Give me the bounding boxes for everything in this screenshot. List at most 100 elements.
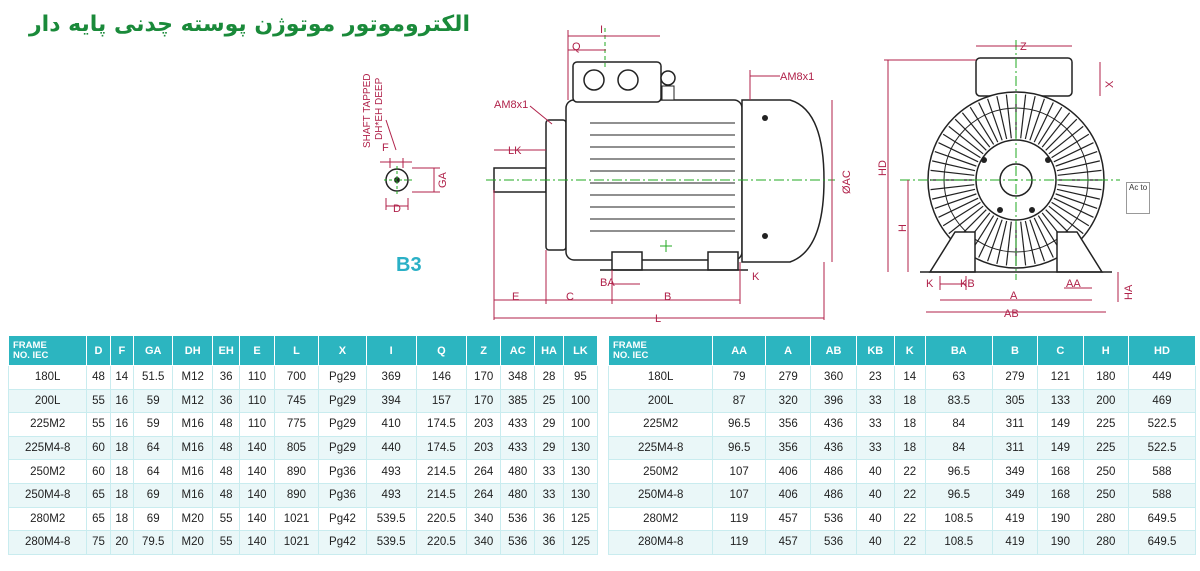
frame-cell: 200L — [607, 388, 714, 414]
table-cell: 60 — [86, 459, 111, 484]
table-cell: 51.5 — [132, 365, 174, 390]
frame-header-line1: FRAME — [13, 339, 47, 351]
table-cell: 700 — [273, 365, 320, 390]
table-cell: 146 — [415, 365, 468, 390]
cooling-fin — [938, 197, 979, 218]
table-cell: 419 — [991, 530, 1039, 555]
cooling-fin — [1055, 151, 1098, 167]
table-cell: Pg29 — [318, 388, 367, 414]
column-header: AA — [712, 335, 766, 366]
table-cell: Pg29 — [318, 435, 367, 461]
frame-cell: 280M4-8 — [7, 530, 88, 555]
table-cell: 200 — [1082, 388, 1129, 414]
cooling-fin — [1053, 197, 1094, 218]
cooling-fin — [932, 160, 976, 172]
table-cell: 440 — [365, 435, 417, 461]
table-cell: 108.5 — [924, 530, 993, 555]
table-cell: 125 — [562, 530, 599, 555]
table-cell: 18 — [109, 482, 134, 508]
dim-x-label: X — [1104, 80, 1116, 88]
table-cell: 522.5 — [1127, 435, 1197, 461]
table-cell: 65 — [86, 482, 111, 508]
table-cell: Pg36 — [318, 459, 367, 484]
table-cell: 18 — [893, 435, 926, 461]
table-cell: 1021 — [273, 506, 320, 532]
table-cell: 360 — [810, 365, 857, 390]
table-cell: 279 — [991, 365, 1039, 390]
table-cell: 775 — [273, 412, 320, 437]
table-cell: 225 — [1082, 435, 1129, 461]
table-cell: 433 — [500, 412, 536, 437]
table-cell: 14 — [109, 365, 134, 390]
table-cell: 250 — [1082, 482, 1129, 508]
frame-cell: 225M4-8 — [7, 435, 88, 461]
column-header: AB — [810, 335, 857, 366]
table-cell: 140 — [239, 506, 275, 532]
table-cell: 96.5 — [924, 459, 993, 484]
frame-cell: 200L — [7, 388, 88, 414]
table-cell: 190 — [1037, 530, 1084, 555]
frame-header-line1: FRAME — [613, 339, 647, 351]
cooling-fin — [954, 118, 987, 151]
column-header: LK — [562, 335, 599, 366]
table-cell: 493 — [365, 482, 417, 508]
cooling-fin — [1056, 188, 1100, 200]
table-cell: 539.5 — [365, 506, 417, 532]
table-cell: 36 — [534, 530, 564, 555]
frame-header-line2: NO. IEC — [613, 349, 649, 361]
table-cell: 22 — [893, 506, 926, 532]
table-cell: 385 — [500, 388, 536, 414]
table-cell: Pg42 — [318, 506, 367, 532]
table-cell: 157 — [415, 388, 468, 414]
table-cell: 36 — [534, 506, 564, 532]
dim-ab-label: AB — [1004, 308, 1019, 320]
table-cell: 349 — [991, 482, 1039, 508]
table-cell: 396 — [810, 388, 857, 414]
column-header: GA — [132, 335, 174, 366]
table-cell: 349 — [991, 459, 1039, 484]
column-header: D — [86, 335, 111, 366]
table-cell: 203 — [466, 412, 502, 437]
cooling-fin — [948, 125, 984, 155]
table-cell: 214.5 — [415, 482, 468, 508]
frame-cell: 225M2 — [7, 412, 88, 437]
table-cell: M12 — [172, 388, 213, 414]
frame-cell: 180L — [607, 365, 714, 390]
dim-l-label: L — [655, 313, 661, 325]
table-cell: 890 — [273, 459, 320, 484]
table-cell: 119 — [712, 530, 766, 555]
table-cell: 40 — [855, 459, 895, 484]
cooling-fin — [978, 102, 999, 143]
column-header: DH — [172, 335, 213, 366]
table-cell: 65 — [86, 506, 111, 532]
table-cell: 536 — [500, 530, 536, 555]
table-cell: 305 — [991, 388, 1039, 414]
table-cell: 190 — [1037, 506, 1084, 532]
table-cell: 805 — [273, 435, 320, 461]
table-cell: 33 — [855, 412, 895, 437]
table-cell: 588 — [1127, 459, 1197, 484]
table-cell: 96.5 — [712, 412, 766, 437]
table-cell: 36 — [211, 388, 241, 414]
dim-f-label: F — [382, 142, 389, 154]
cooling-fin — [987, 98, 1003, 141]
table-cell: 48 — [211, 459, 241, 484]
cooling-fin — [1053, 142, 1094, 163]
table-cell: 48 — [211, 412, 241, 437]
column-header: HD — [1127, 335, 1197, 366]
table-cell: 149 — [1037, 412, 1084, 437]
table-cell: Pg42 — [318, 530, 367, 555]
cooling-fin — [1056, 160, 1100, 172]
table-cell: 348 — [500, 365, 536, 390]
table-cell: 745 — [273, 388, 320, 414]
table-cell: 64 — [132, 459, 174, 484]
